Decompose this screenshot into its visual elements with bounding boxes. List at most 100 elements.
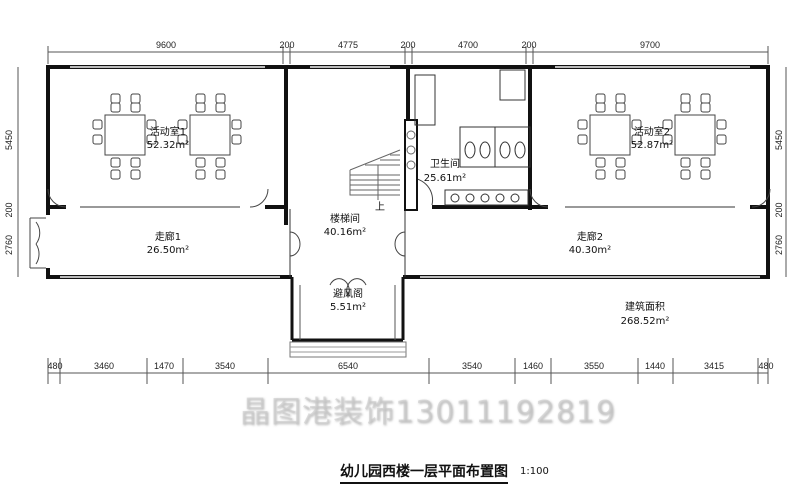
chair <box>215 169 226 180</box>
dim-bottom-9: 1440 <box>645 361 665 371</box>
chair <box>130 93 141 104</box>
chair <box>595 102 606 113</box>
bottom-dimension-line: 480 3460 1470 3540 6540 3540 1460 3550 1… <box>47 358 774 384</box>
chair <box>146 134 157 145</box>
dim-top-2: 200 <box>279 40 294 50</box>
chair <box>92 119 103 130</box>
chair <box>716 134 727 145</box>
room-labels: 活动室1 52.32m² 活动室2 52.87m² 卫生间 25.61m² 楼梯… <box>147 125 673 327</box>
chair <box>231 134 242 145</box>
right-dimension-line: 5450 200 2760 <box>774 67 787 277</box>
dim-top-4: 200 <box>400 40 415 50</box>
dim-bottom-6: 3540 <box>462 361 482 371</box>
dim-top-3: 4775 <box>338 40 358 50</box>
dim-right-1: 5450 <box>774 130 784 150</box>
chair <box>631 134 642 145</box>
chair <box>215 102 226 113</box>
stairs <box>349 119 418 211</box>
toilet-name: 卫生间 <box>430 157 460 170</box>
left-dimension-line: 5450 200 2760 <box>4 67 19 277</box>
chair <box>130 157 141 168</box>
chair <box>130 169 141 180</box>
dim-left-3: 2760 <box>4 235 14 255</box>
chair <box>680 102 691 113</box>
chair <box>215 93 226 104</box>
chair <box>577 119 588 130</box>
chair <box>110 169 121 180</box>
chair <box>700 169 711 180</box>
vestibule-name: 避风阁 <box>333 287 363 300</box>
chair <box>615 102 626 113</box>
dim-right-2: 200 <box>774 202 784 217</box>
chair <box>595 157 606 168</box>
chair <box>595 93 606 104</box>
corridor1-area: 26.50m² <box>147 245 189 256</box>
chair <box>130 102 141 113</box>
dim-bottom-3: 1470 <box>154 361 174 371</box>
activity1-area: 52.32m² <box>147 140 189 151</box>
chair <box>680 93 691 104</box>
chair <box>177 119 188 130</box>
chair <box>662 119 673 130</box>
chair <box>195 157 206 168</box>
total-area-label: 建筑面积 <box>625 300 665 313</box>
corridor2-name: 走廊2 <box>577 230 603 243</box>
dim-top-6: 200 <box>521 40 536 50</box>
chair <box>631 119 642 130</box>
furniture-activity2 <box>589 114 716 156</box>
toilet-fixtures <box>414 69 531 206</box>
activity1-name: 活动室1 <box>150 125 186 138</box>
chair <box>680 169 691 180</box>
dim-bottom-8: 3550 <box>584 361 604 371</box>
chair <box>195 93 206 104</box>
chair <box>215 157 226 168</box>
chair <box>195 102 206 113</box>
stair-name: 楼梯间 <box>330 212 360 225</box>
chair <box>110 157 121 168</box>
chair <box>700 102 711 113</box>
drawing-scale: 1:100 <box>520 466 549 477</box>
dim-bottom-7: 1460 <box>523 361 543 371</box>
dim-top-1: 9600 <box>156 40 176 50</box>
drawing-title: 幼儿园西楼一层平面布置图 <box>340 461 508 484</box>
activity2-area: 52.87m² <box>631 140 673 151</box>
corridor2-area: 40.30m² <box>569 245 611 256</box>
dim-bottom-5: 6540 <box>338 361 358 371</box>
chair <box>110 102 121 113</box>
toilet-area: 25.61m² <box>424 173 466 184</box>
total-area-value: 268.52m² <box>621 316 670 327</box>
corridor1-name: 走廊1 <box>155 230 181 243</box>
top-dimension-line: 9600 200 4775 200 4700 200 9700 <box>47 40 769 64</box>
stair-area: 40.16m² <box>324 227 366 238</box>
chair <box>662 134 673 145</box>
dim-bottom-4: 3540 <box>215 361 235 371</box>
chair <box>615 93 626 104</box>
stair-up-label: 上 <box>375 201 385 213</box>
chair <box>615 157 626 168</box>
chair <box>177 134 188 145</box>
chair <box>716 119 727 130</box>
activity2-name: 活动室2 <box>634 125 670 138</box>
dim-left-2: 200 <box>4 202 14 217</box>
dim-top-5: 4700 <box>458 40 478 50</box>
dim-left-1: 5450 <box>4 130 14 150</box>
dim-bottom-1: 480 <box>47 361 62 371</box>
chair <box>92 134 103 145</box>
dim-bottom-10: 3415 <box>704 361 724 371</box>
chair <box>700 157 711 168</box>
vestibule-area: 5.51m² <box>330 302 366 313</box>
dim-right-3: 2760 <box>774 235 784 255</box>
chair <box>700 93 711 104</box>
chair <box>231 119 242 130</box>
doors <box>29 177 771 269</box>
chair <box>680 157 691 168</box>
chair <box>110 93 121 104</box>
chair <box>615 169 626 180</box>
chair <box>195 169 206 180</box>
chair <box>146 119 157 130</box>
dim-top-7: 9700 <box>640 40 660 50</box>
chair <box>595 169 606 180</box>
chairs <box>92 93 727 180</box>
